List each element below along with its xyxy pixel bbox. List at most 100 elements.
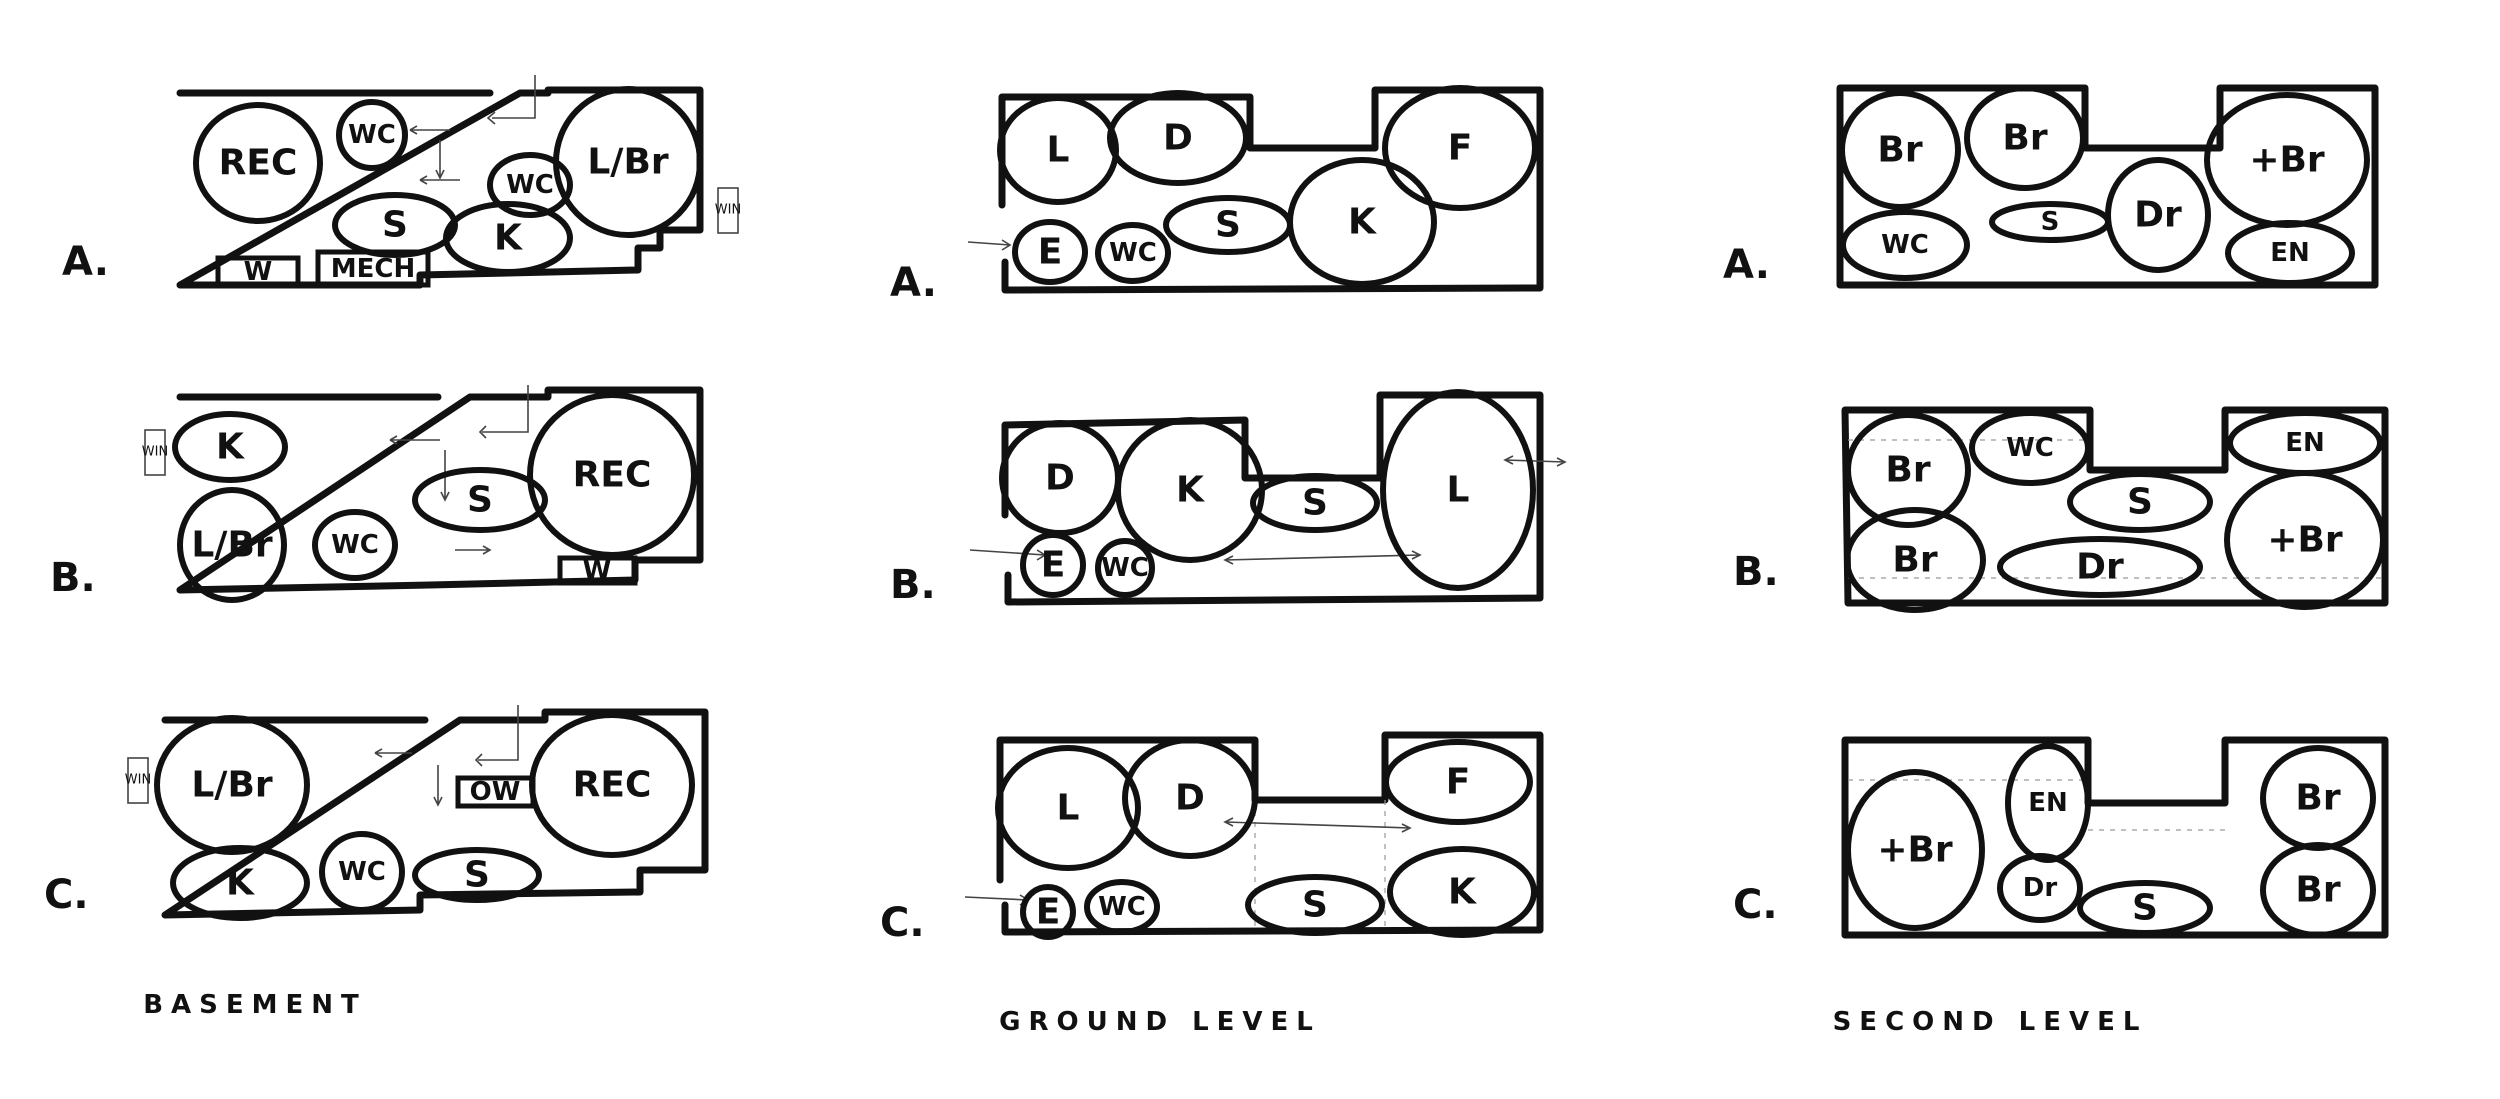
- room-label-mbr: +Br: [1877, 830, 1953, 871]
- bubble-e: [1012, 219, 1088, 285]
- bubble-l: [995, 745, 1141, 871]
- bubble-l-br: [154, 715, 310, 855]
- plan-basement-c: WIN L/Br K WC S OW REC: [125, 705, 709, 921]
- plan-basement-a: WIN REC WC WC L/Br S K W MECH: [176, 75, 741, 289]
- bubble-rec: [527, 392, 697, 558]
- bubble-rec: [193, 102, 323, 224]
- room-label-s: S: [382, 205, 408, 246]
- box-mech: [315, 249, 431, 288]
- room-label-s: S: [1302, 483, 1328, 524]
- room-label-mech: MECH: [331, 254, 415, 284]
- row-label-basement-c: C.: [44, 872, 89, 918]
- room-label-l-br: L/Br: [191, 765, 273, 806]
- bubble-s: [1250, 473, 1380, 533]
- plan-basement-b: WIN K L/Br WC S REC W: [142, 385, 704, 603]
- window-marker: [144, 429, 166, 476]
- room-label-k: K: [216, 427, 245, 468]
- level-label-second: SECOND LEVEL: [1833, 1007, 2148, 1037]
- room-label-w: W: [583, 556, 612, 586]
- room-label-s: S: [2127, 482, 2153, 523]
- bubble-d: [1122, 737, 1258, 859]
- room-label-br: Br: [2295, 778, 2340, 819]
- entry-arrow: [964, 894, 1030, 906]
- bubble-s: [2067, 471, 2213, 533]
- plan-outline: [176, 386, 704, 594]
- room-label-d: D: [1045, 458, 1075, 499]
- bubble-k: [172, 411, 288, 483]
- row-label-basement-b: B.: [50, 555, 96, 601]
- row-label-second-a: A.: [1723, 242, 1770, 288]
- bubble-en: [2225, 220, 2355, 286]
- room-label-d: D: [1175, 778, 1205, 819]
- circulation-arrow: [1503, 455, 1567, 467]
- plan-second-b: Br WC EN S Br Dr +Br: [1841, 406, 2389, 613]
- room-label-wc: WC: [506, 170, 554, 200]
- window-label: WIN: [142, 445, 168, 460]
- room-label-wc: WC: [1109, 238, 1157, 268]
- bubble-f: [1382, 85, 1538, 211]
- plan-outline: [1836, 84, 2379, 289]
- plan-ground-b: D K S L E WC: [969, 389, 1567, 606]
- room-label-br: Br: [2295, 870, 2340, 911]
- bubble-e: [1020, 884, 1076, 940]
- bubble-e: [1020, 532, 1086, 598]
- room-label-l: L: [1057, 788, 1080, 829]
- window-label: WIN: [125, 773, 151, 788]
- room-label-rec: REC: [573, 455, 652, 496]
- room-label-dr: Dr: [2023, 873, 2058, 903]
- room-label-d: D: [1163, 118, 1193, 159]
- bubble-br: [1964, 85, 2086, 191]
- room-label-wc: WC: [1098, 892, 1146, 922]
- window-marker: [717, 187, 739, 234]
- room-label-f: F: [1446, 762, 1471, 803]
- circulation-arrow: [1223, 550, 1422, 565]
- level-label-ground: GROUND LEVEL: [999, 1007, 1321, 1037]
- bubble-s: [1989, 201, 2111, 243]
- reference-line: [1848, 779, 2225, 831]
- bubble-br: [1844, 507, 1986, 613]
- bubble-wc: [487, 152, 573, 218]
- bubble-s: [332, 192, 458, 258]
- row-label-ground-b: B.: [890, 562, 936, 608]
- bubble-l: [997, 95, 1119, 205]
- bubble-br: [1845, 412, 1971, 528]
- room-label-br: Br: [1877, 130, 1922, 171]
- room-label-br: Br: [1885, 450, 1930, 491]
- bubble-l-br: [177, 487, 287, 603]
- row-label-basement-a: A.: [62, 239, 109, 285]
- room-label-br: Br: [2002, 118, 2047, 159]
- room-label-k: K: [1348, 202, 1377, 243]
- room-label-wc: WC: [1101, 553, 1149, 583]
- row-label-second-c: C.: [1733, 882, 1778, 928]
- bubble-k: [443, 201, 573, 275]
- bubble-d: [1107, 90, 1249, 186]
- bubble-k: [1387, 846, 1537, 938]
- bubble-wc: [319, 831, 405, 913]
- window-label: WIN: [715, 203, 741, 218]
- reference-line: [1848, 439, 2385, 579]
- bubble-wc: [312, 509, 398, 581]
- room-label-l-br: L/Br: [587, 142, 669, 183]
- plan-ground-a: L D F E WC S K: [967, 85, 1544, 294]
- room-label-rec: REC: [573, 765, 652, 806]
- plan-outline: [1841, 406, 2389, 607]
- bubble-k: [170, 845, 310, 921]
- room-label-k: K: [494, 218, 523, 259]
- room-label-ow: OW: [470, 777, 521, 807]
- bubble-en: [2005, 743, 2091, 863]
- room-label-en: EN: [2028, 788, 2068, 818]
- stair-arrow: [486, 75, 536, 125]
- room-label-e: E: [1041, 545, 1066, 586]
- row-label-ground-a: A.: [890, 260, 937, 306]
- room-label-dr: Dr: [2076, 547, 2124, 588]
- window-marker: [127, 757, 149, 804]
- room-label-mbr: +Br: [2249, 140, 2325, 181]
- room-label-br: Br: [1892, 540, 1937, 581]
- entry-arrow: [967, 239, 1012, 251]
- room-label-wc: WC: [1881, 230, 1929, 260]
- bubble-wc: [1095, 222, 1171, 284]
- bubble-s: [2077, 880, 2213, 936]
- row-label-ground-c: C.: [880, 900, 925, 946]
- stair-arrow: [478, 385, 529, 439]
- room-label-s: S: [467, 480, 493, 521]
